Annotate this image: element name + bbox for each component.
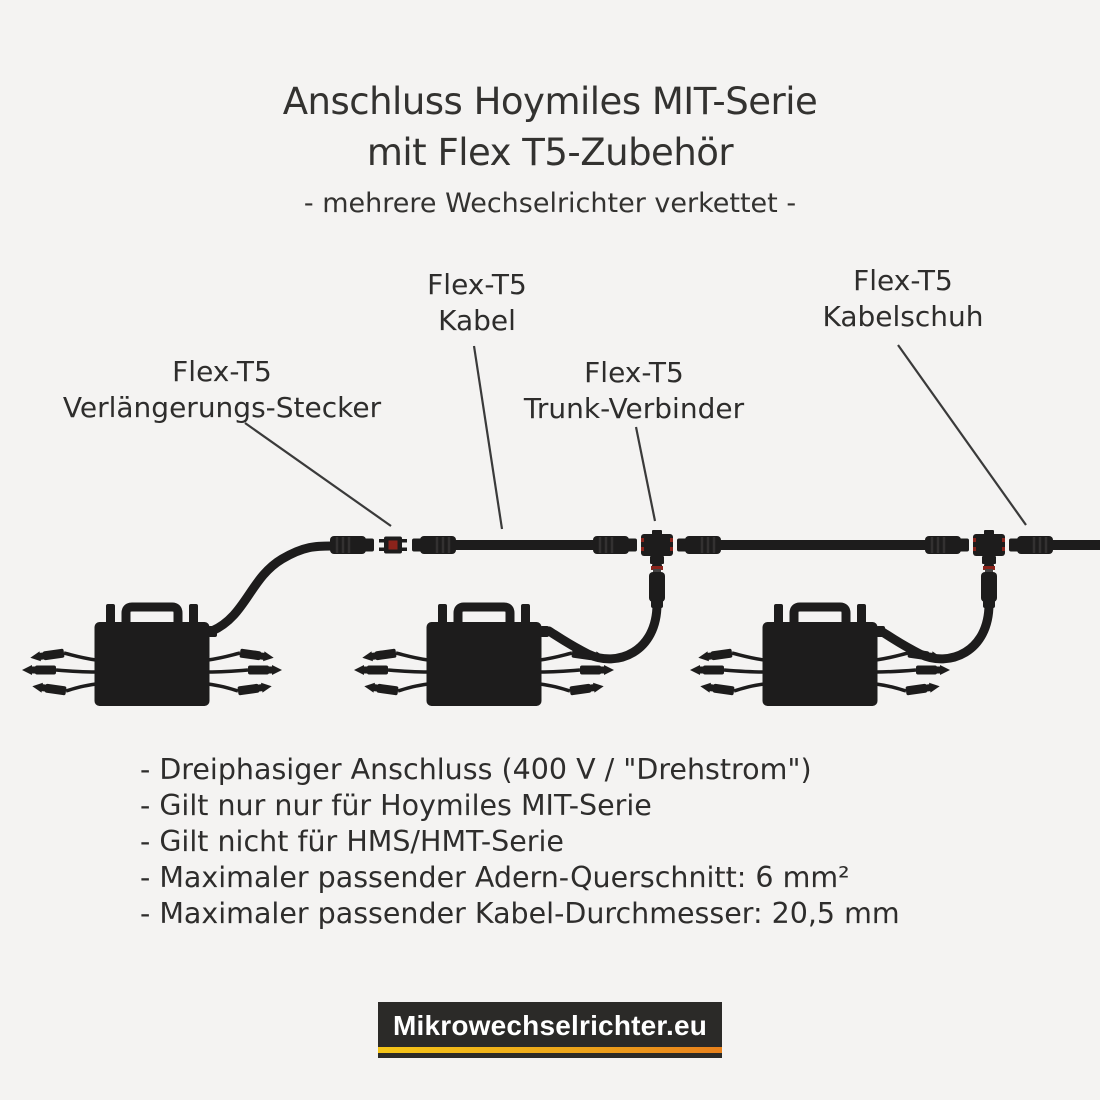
plug-connector-left [328,534,376,556]
callout-cable-line1: Flex-T5 [427,268,527,301]
callout-trunk-connector-line1: Flex-T5 [584,356,684,389]
wiring-assembly [22,530,1100,706]
trunk1-right-plug [675,534,723,556]
leader-trunk-connector [634,426,657,522]
ac-cable-inverter-3 [876,599,994,664]
callout-extension-plug-line1: Flex-T5 [172,355,272,388]
trunk2-left-plug [923,534,971,556]
leader-extension-plug [244,422,392,527]
flex-t5-extension-plug [379,536,407,554]
flex-t5-cable-lug-plug [1007,534,1055,556]
brand-logo-text: Mikrowechselrichter.eu [392,1010,708,1041]
flex-t5-trunk-connector-2 [973,530,1005,568]
callout-cable: Flex-T5 Kabel [427,267,527,339]
note-item-3: - Gilt nicht für HMS/HMT-Serie [140,825,564,858]
callout-cable-lug-line2: Kabelschuh [822,300,984,333]
brand-logo-gradient-bar [378,1047,722,1053]
flex-t5-trunk-connector-1 [641,530,673,568]
note-item-4: - Maximaler passender Adern-Querschnitt:… [140,861,850,894]
notes-list: - Dreiphasiger Anschluss (400 V / "Drehs… [140,752,900,932]
header: Anschluss Hoymiles MIT-Serie mit Flex T5… [0,76,1100,221]
ac-cable-inverter-1 [207,541,337,636]
microinverter-3 [690,604,950,706]
page-title-line1: Anschluss Hoymiles MIT-Serie [282,80,818,123]
callout-cable-line2: Kabel [438,304,516,337]
brand-logo: Mikrowechselrichter.eu [378,1002,722,1058]
note-item-1: - Dreiphasiger Anschluss (400 V / "Drehs… [140,753,812,786]
callout-extension-plug: Flex-T5 Verlängerungs-Stecker [63,354,381,426]
page-title-line2: mit Flex T5-Zubehör [366,131,734,174]
callout-cable-lug: Flex-T5 Kabelschuh [822,263,983,335]
leader-cable-lug [897,344,1027,526]
page-subtitle: - mehrere Wechselrichter verkettet - [303,188,797,219]
callout-cable-lug-line1: Flex-T5 [853,264,953,297]
callout-trunk-connector: Flex-T5 Trunk-Verbinder [524,355,744,427]
callout-extension-plug-line2: Verlängerungs-Stecker [62,391,382,424]
note-item-2: - Gilt nur nur für Hoymiles MIT-Serie [140,789,652,822]
microinverter-1 [22,604,282,706]
leader-cable [472,345,504,530]
note-item-5: - Maximaler passender Kabel-Durchmesser:… [140,897,900,930]
microinverter-2 [354,604,614,706]
trunk1-left-plug [591,534,639,556]
ac-cable-inverter-2 [544,599,662,664]
plug-connector-right [410,534,458,556]
leader-lines [244,344,1027,530]
callout-trunk-connector-line2: Trunk-Verbinder [523,392,745,425]
